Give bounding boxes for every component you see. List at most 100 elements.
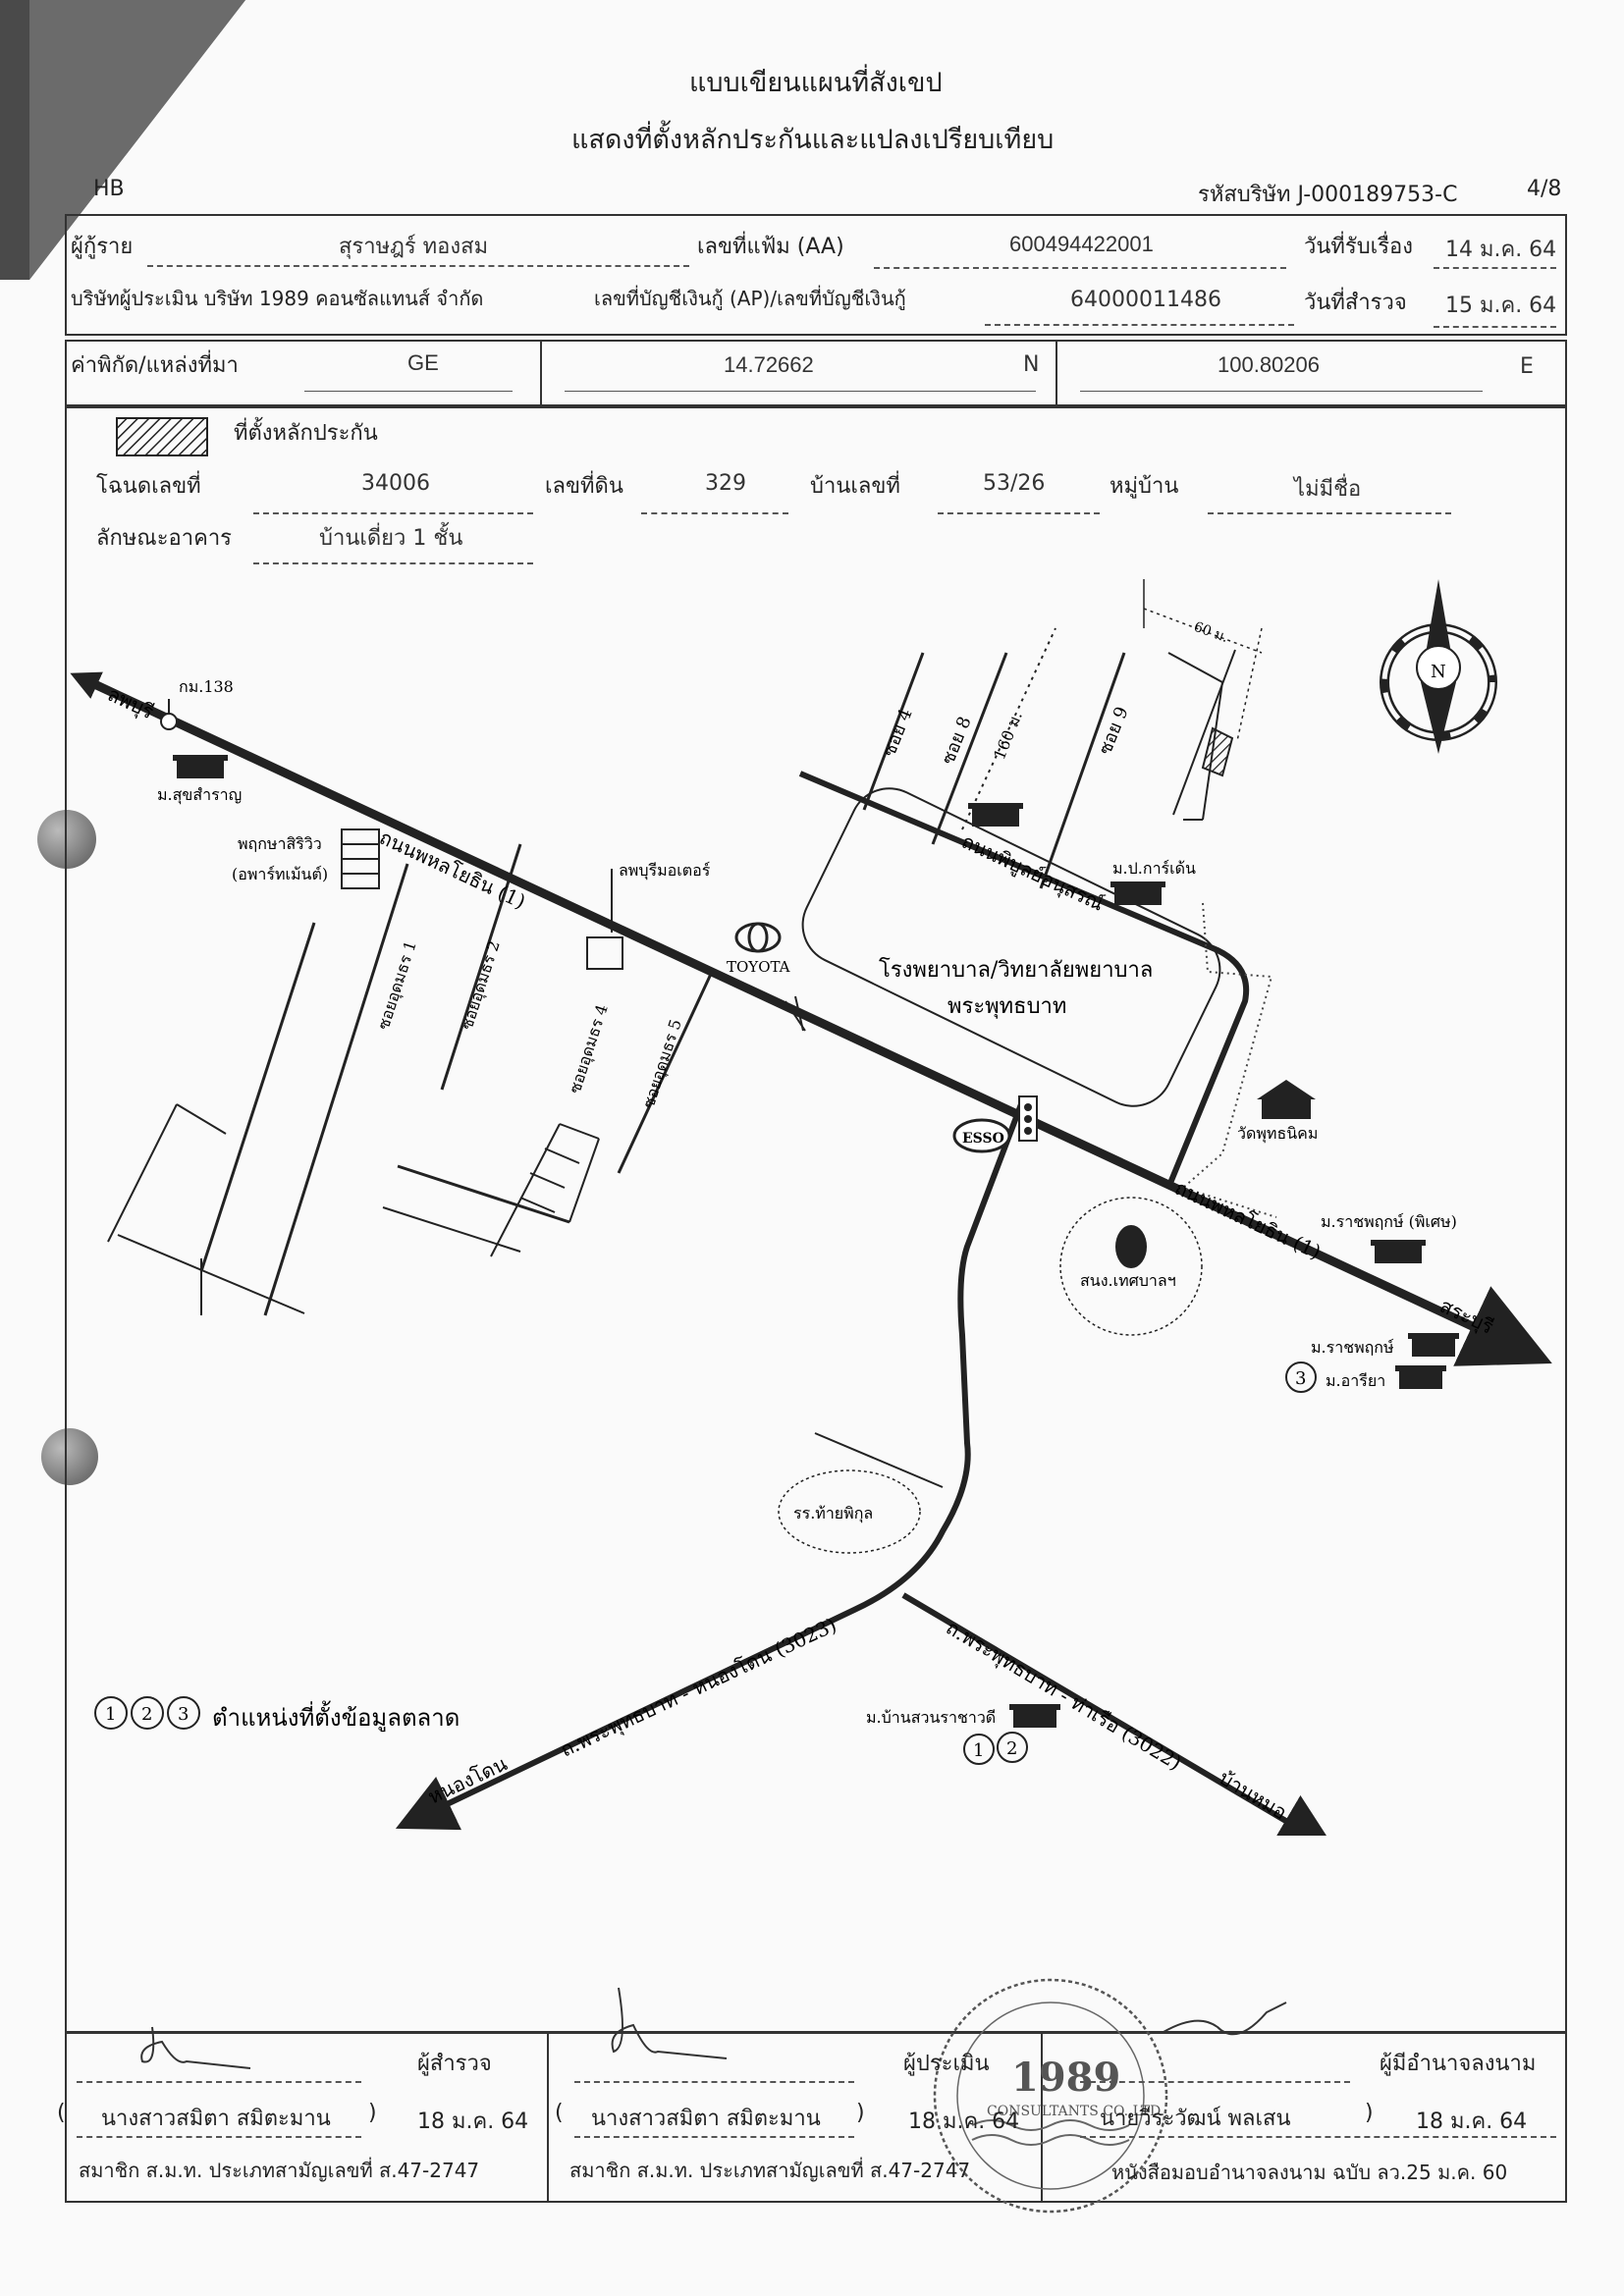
house-icon: [173, 755, 1459, 1728]
road-3022: [901, 1592, 1336, 1836]
legend-markers: [94, 1696, 200, 1730]
land-no-label: เลขที่ดิน: [545, 474, 623, 499]
signature-box: [65, 2032, 1567, 2203]
coordinate-box: [65, 340, 1567, 408]
school-circle: [778, 1469, 921, 1554]
m-bansuan-label: ม.บ้านสวนราชาวดี: [866, 1708, 996, 1727]
distance-60m-line: [1143, 608, 1263, 654]
collateral-plot: [1201, 726, 1234, 777]
latitude-value: 14.72662: [724, 352, 814, 377]
signer-name: นายวีระวัฒน์ พลเสน: [1100, 2107, 1291, 2131]
distance-60-label: 60 ม.: [1192, 619, 1230, 646]
garuda-emblem-icon: [1115, 1225, 1147, 1268]
deed-label: โฉนดเลขที่: [96, 474, 201, 499]
hospital-label-2: พระพุทธบาท: [947, 994, 1066, 1019]
toyota-logo-icon: [734, 922, 782, 953]
account-label: เลขที่บัญชีเงินกู้ (AP)/เลขที่บัญชีเงินก…: [594, 287, 906, 310]
surveyor-member: สมาชิก ส.ม.ท. ประเภทสามัญเลขที่ ส.47-274…: [79, 2159, 480, 2182]
signer-note: หนังสือมอบอำนาจลงนาม ฉบับ ลว.25 ม.ค. 60: [1111, 2161, 1508, 2184]
received-value: 14 ม.ค. 64: [1445, 238, 1557, 262]
surveyor-open-paren: (: [57, 2101, 66, 2125]
longitude-value: 100.80206: [1218, 352, 1320, 377]
binder-hole-1: [37, 810, 96, 869]
lopburi-label: ลพบุรี: [103, 682, 157, 724]
market-legend-label: ตำแหน่งที่ตั้งข้อมูลตลาด: [212, 1700, 460, 1733]
coord-label: ค่าพิกัด/แหล่งที่มา: [71, 353, 239, 378]
collateral-legend-swatch: [116, 417, 208, 456]
file-no-label: เลขที่แฟ้ม (AA): [697, 235, 844, 259]
lopburi-motor-label: ลพบุรีมอเตอร์: [619, 861, 711, 881]
soi-4-road: [862, 652, 925, 811]
info-box: [65, 214, 1567, 336]
km-marker-icon: [160, 713, 178, 730]
surveyor-title: ผู้สำรวจ: [417, 2052, 492, 2076]
land-no-value: 329: [705, 471, 746, 496]
company-code: รหัสบริษัท J-000189753-C: [1198, 183, 1458, 207]
appraiser-title: ผู้ประเมิน: [903, 2052, 990, 2076]
surveyor-date: 18 ม.ค. 64: [417, 2109, 529, 2134]
village-value: ไม่มีชื่อ: [1294, 477, 1362, 502]
soi-udom-4-label: ซอยอุดมธร 4: [566, 1002, 613, 1096]
traffic-light-icon: [1018, 1095, 1038, 1142]
file-no-value: 600494422001: [1009, 232, 1154, 256]
page-number: 4/8: [1527, 177, 1562, 201]
crossing-icon: [785, 995, 806, 1032]
apartment-icon: [341, 828, 380, 889]
appraiser-company-label: บริษัทผู้ประเมิน บริษัท 1989 คอนซัลแทนส์…: [71, 287, 484, 310]
marker-3-number: 3: [1295, 1368, 1306, 1389]
school-label: รร.ท้ายพิกุล: [793, 1504, 873, 1523]
temple-icon: [1257, 1080, 1316, 1119]
m-areeya-label: ม.อารียา: [1326, 1371, 1385, 1390]
borrower-label: ผู้กู้ราย: [71, 235, 134, 259]
account-value: 64000011486: [1070, 288, 1221, 312]
soi9-label: ซอย 9: [1095, 704, 1132, 758]
phibun-road: [798, 771, 1250, 1190]
road-3023: [395, 1102, 1024, 1831]
road-3023-label: ถ.พระพุทธบาท - หนองโดน (3023): [557, 1613, 840, 1762]
soi-udom-5-label: ซอยอุดมธร 5: [639, 1017, 686, 1111]
pruksa-label-1: พฤกษาสิริวิว: [238, 834, 322, 853]
phahonyothin-road: [70, 671, 1552, 1366]
soi8-label: ซอย 8: [938, 714, 975, 768]
marker-1-number: 1: [973, 1740, 984, 1761]
esso-label: ESSO: [962, 1131, 1004, 1147]
saraburi-label: สระบุรี: [1435, 1294, 1497, 1340]
building-value: บ้านเดี่ยว 1 ชั้น: [319, 526, 463, 551]
distance-160m-line: [961, 627, 1056, 830]
received-label: วันที่รับเรื่อง: [1304, 235, 1413, 259]
market-marker-1-2: [963, 1732, 1028, 1765]
appraiser-name: นางสาวสมิตา สมิตะมาน: [591, 2107, 821, 2131]
marker-2-number: 2: [1006, 1738, 1017, 1759]
building-label: ลักษณะอาคาร: [96, 526, 232, 551]
appraiser-close-paren: ): [856, 2101, 865, 2125]
hospital-label-1: โรงพยาบาล/วิทยาลัยพยาบาล: [879, 957, 1153, 983]
soi4-label: ซอย 4: [879, 706, 916, 760]
phahonyothin-label: ถนนพหลโยธิน (1): [376, 826, 529, 914]
page-corner-shadow: [0, 0, 245, 280]
company-stamp: 1989 CONSULTANTS CO.,LTD.: [933, 1978, 1168, 2214]
legend-1-number: 1: [105, 1704, 116, 1725]
surveyor-name: นางสาวสมิตา สมิตะมาน: [101, 2107, 331, 2131]
appraiser-open-paren: (: [555, 2101, 564, 2125]
phibun-label: ถนนพิบูลย์อนุสรณ์: [957, 829, 1107, 917]
borrower-value: สุราษฎร์ ทองสม: [339, 235, 489, 259]
showroom-icon: [586, 869, 623, 970]
m-pgarden-label: ม.ป.การ์เด้น: [1112, 859, 1196, 878]
esso-logo-icon: [952, 1118, 1011, 1153]
m-suksamran-label: ม.สุขสำราญ: [157, 785, 242, 805]
legend-2-number: 2: [141, 1704, 152, 1725]
coord-source: GE: [407, 350, 439, 375]
appraiser-member: สมาชิก ส.ม.ท. ประเภทสามัญเลขที่ ส.47-274…: [569, 2159, 971, 2182]
phahonyothin-label-2: ถนนพหลโยธิน (1): [1171, 1176, 1325, 1264]
signer-date: 18 ม.ค. 64: [1416, 2109, 1528, 2134]
soi-udom-2-label: ซอยอุดมธร 2: [458, 938, 505, 1033]
appraiser-date: 18 ม.ค. 64: [908, 2109, 1020, 2134]
banmor-label: บ้านหมอ: [1215, 1766, 1290, 1825]
legend-3-number: 3: [178, 1704, 189, 1725]
binder-hole-2: [41, 1428, 98, 1485]
km-label: กม.138: [179, 677, 234, 696]
surveyor-signature: [140, 2026, 251, 2069]
municipal-circle: [1059, 1197, 1203, 1336]
survey-label: วันที่สำรวจ: [1304, 291, 1407, 315]
collateral-legend-label: ที่ตั้งหลักประกัน: [234, 421, 378, 446]
